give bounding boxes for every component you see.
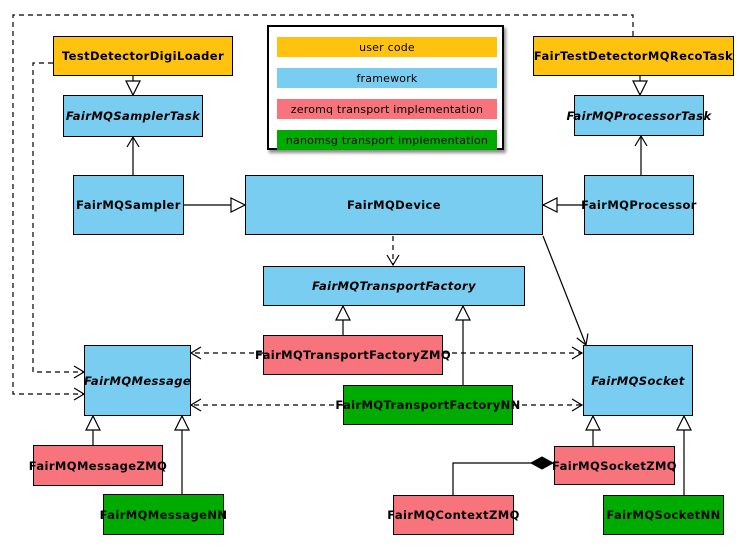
node-fair-mq-sampler: FairMQSampler — [73, 175, 184, 235]
node-fair-mq-transport-factory-nn: FairMQTransportFactoryNN — [335, 385, 520, 425]
legend-box: user code framework zeromq transport imp… — [267, 25, 504, 150]
node-fair-mq-message-nn: FairMQMessageNN — [100, 494, 227, 535]
edge-digiloader-to-message — [32, 62, 86, 379]
node-fair-mq-transport-factory: FairMQTransportFactory — [263, 266, 525, 306]
legend-item-nanomsg: nanomsg transport implementation — [277, 130, 497, 150]
node-fair-mq-message: FairMQMessage — [84, 345, 191, 416]
edge-device-to-socket — [542, 235, 589, 347]
node-fair-mq-processor: FairMQProcessor — [581, 175, 696, 235]
node-fair-test-detector-mq-reco-task: FairTestDetectorMQRecoTask — [533, 36, 734, 76]
node-fair-mq-socket-nn: FairMQSocketNN — [603, 495, 724, 535]
association-edges — [126, 134, 648, 347]
legend-item-framework: framework — [277, 68, 497, 88]
node-fair-mq-message-zmq: FairMQMessageZMQ — [29, 445, 167, 486]
edge-ctxzmq-to-sockzmq — [452, 456, 555, 495]
node-fair-mq-sampler-task: FairMQSamplerTask — [63, 95, 203, 137]
legend-item-zeromq: zeromq transport implementation — [277, 99, 497, 119]
composition-edges — [452, 456, 555, 495]
dependency-edges — [12, 14, 634, 412]
node-fair-mq-socket-zmq: FairMQSocketZMQ — [552, 446, 677, 485]
legend-item-user-code: user code — [277, 37, 497, 57]
node-fair-mq-context-zmq: FairMQContextZMQ — [387, 495, 519, 535]
node-fair-mq-transport-factory-zmq: FairMQTransportFactoryZMQ — [255, 335, 451, 375]
node-fair-mq-processor-task: FairMQProcessorTask — [567, 95, 711, 136]
node-test-detector-digi-loader: TestDetectorDigiLoader — [53, 36, 233, 76]
inheritance-edges — [85, 76, 692, 495]
edge-recotask-to-message — [12, 14, 634, 401]
node-fair-mq-device: FairMQDevice — [245, 175, 543, 235]
node-fair-mq-socket: FairMQSocket — [583, 345, 693, 416]
